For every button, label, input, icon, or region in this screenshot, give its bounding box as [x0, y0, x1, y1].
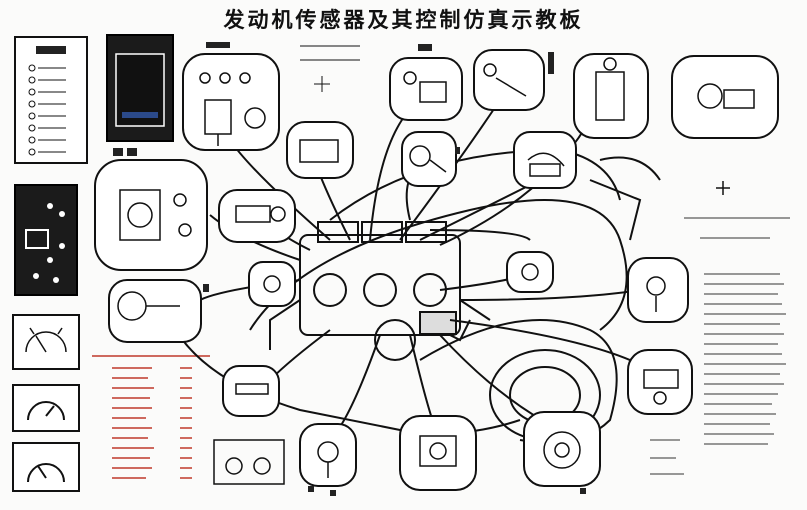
throttle-sensor-bubble	[94, 159, 208, 271]
gauge-icon	[27, 463, 65, 483]
idle-valve-bubble	[218, 189, 296, 243]
ecu-screen	[115, 53, 165, 127]
starter-bubble	[671, 55, 779, 139]
injector-bubble	[389, 57, 463, 121]
egr-bubble	[523, 411, 601, 487]
engine-block	[269, 221, 491, 361]
temp-sensor-bubble	[248, 261, 296, 307]
part-sketches	[117, 57, 755, 478]
red-legend	[92, 355, 210, 479]
gauge-panel-1	[12, 314, 80, 370]
board-title: 发动机传感器及其控制仿真示教板	[223, 7, 584, 32]
speed-sensor-bubble	[627, 349, 693, 415]
switch-panel	[14, 184, 78, 296]
crosshair-icon	[716, 181, 730, 195]
fuel-pump-bubble	[573, 53, 649, 139]
gauge-icon	[27, 401, 65, 421]
gauge-panel-3	[12, 442, 80, 492]
sensor-bubbles	[94, 49, 779, 491]
control-panel-switches	[28, 46, 66, 156]
o2-sensor-bubble	[473, 49, 545, 111]
label-markers	[113, 42, 586, 496]
gauge-panel-2	[12, 384, 80, 432]
relay-bubble	[286, 121, 354, 179]
car-body-outline	[169, 148, 661, 444]
switch-panel-controls	[25, 203, 65, 283]
map-sensor-bubble	[108, 279, 202, 343]
cam-sensor-bubble	[299, 423, 357, 487]
ect-sensor-bubble	[222, 365, 280, 417]
right-notes	[650, 217, 790, 475]
left-control-panel	[14, 36, 88, 164]
right-legend	[704, 273, 786, 445]
scale-marks	[300, 45, 360, 92]
harness-bubble	[506, 251, 554, 293]
knock-sensor-bubble	[513, 131, 577, 189]
distributor-bubble	[399, 415, 477, 491]
small-instrument-panel	[213, 439, 285, 485]
crank-sensor-bubble	[627, 257, 689, 323]
gauge-icon	[25, 327, 67, 353]
ecu-display-panel	[106, 34, 174, 142]
